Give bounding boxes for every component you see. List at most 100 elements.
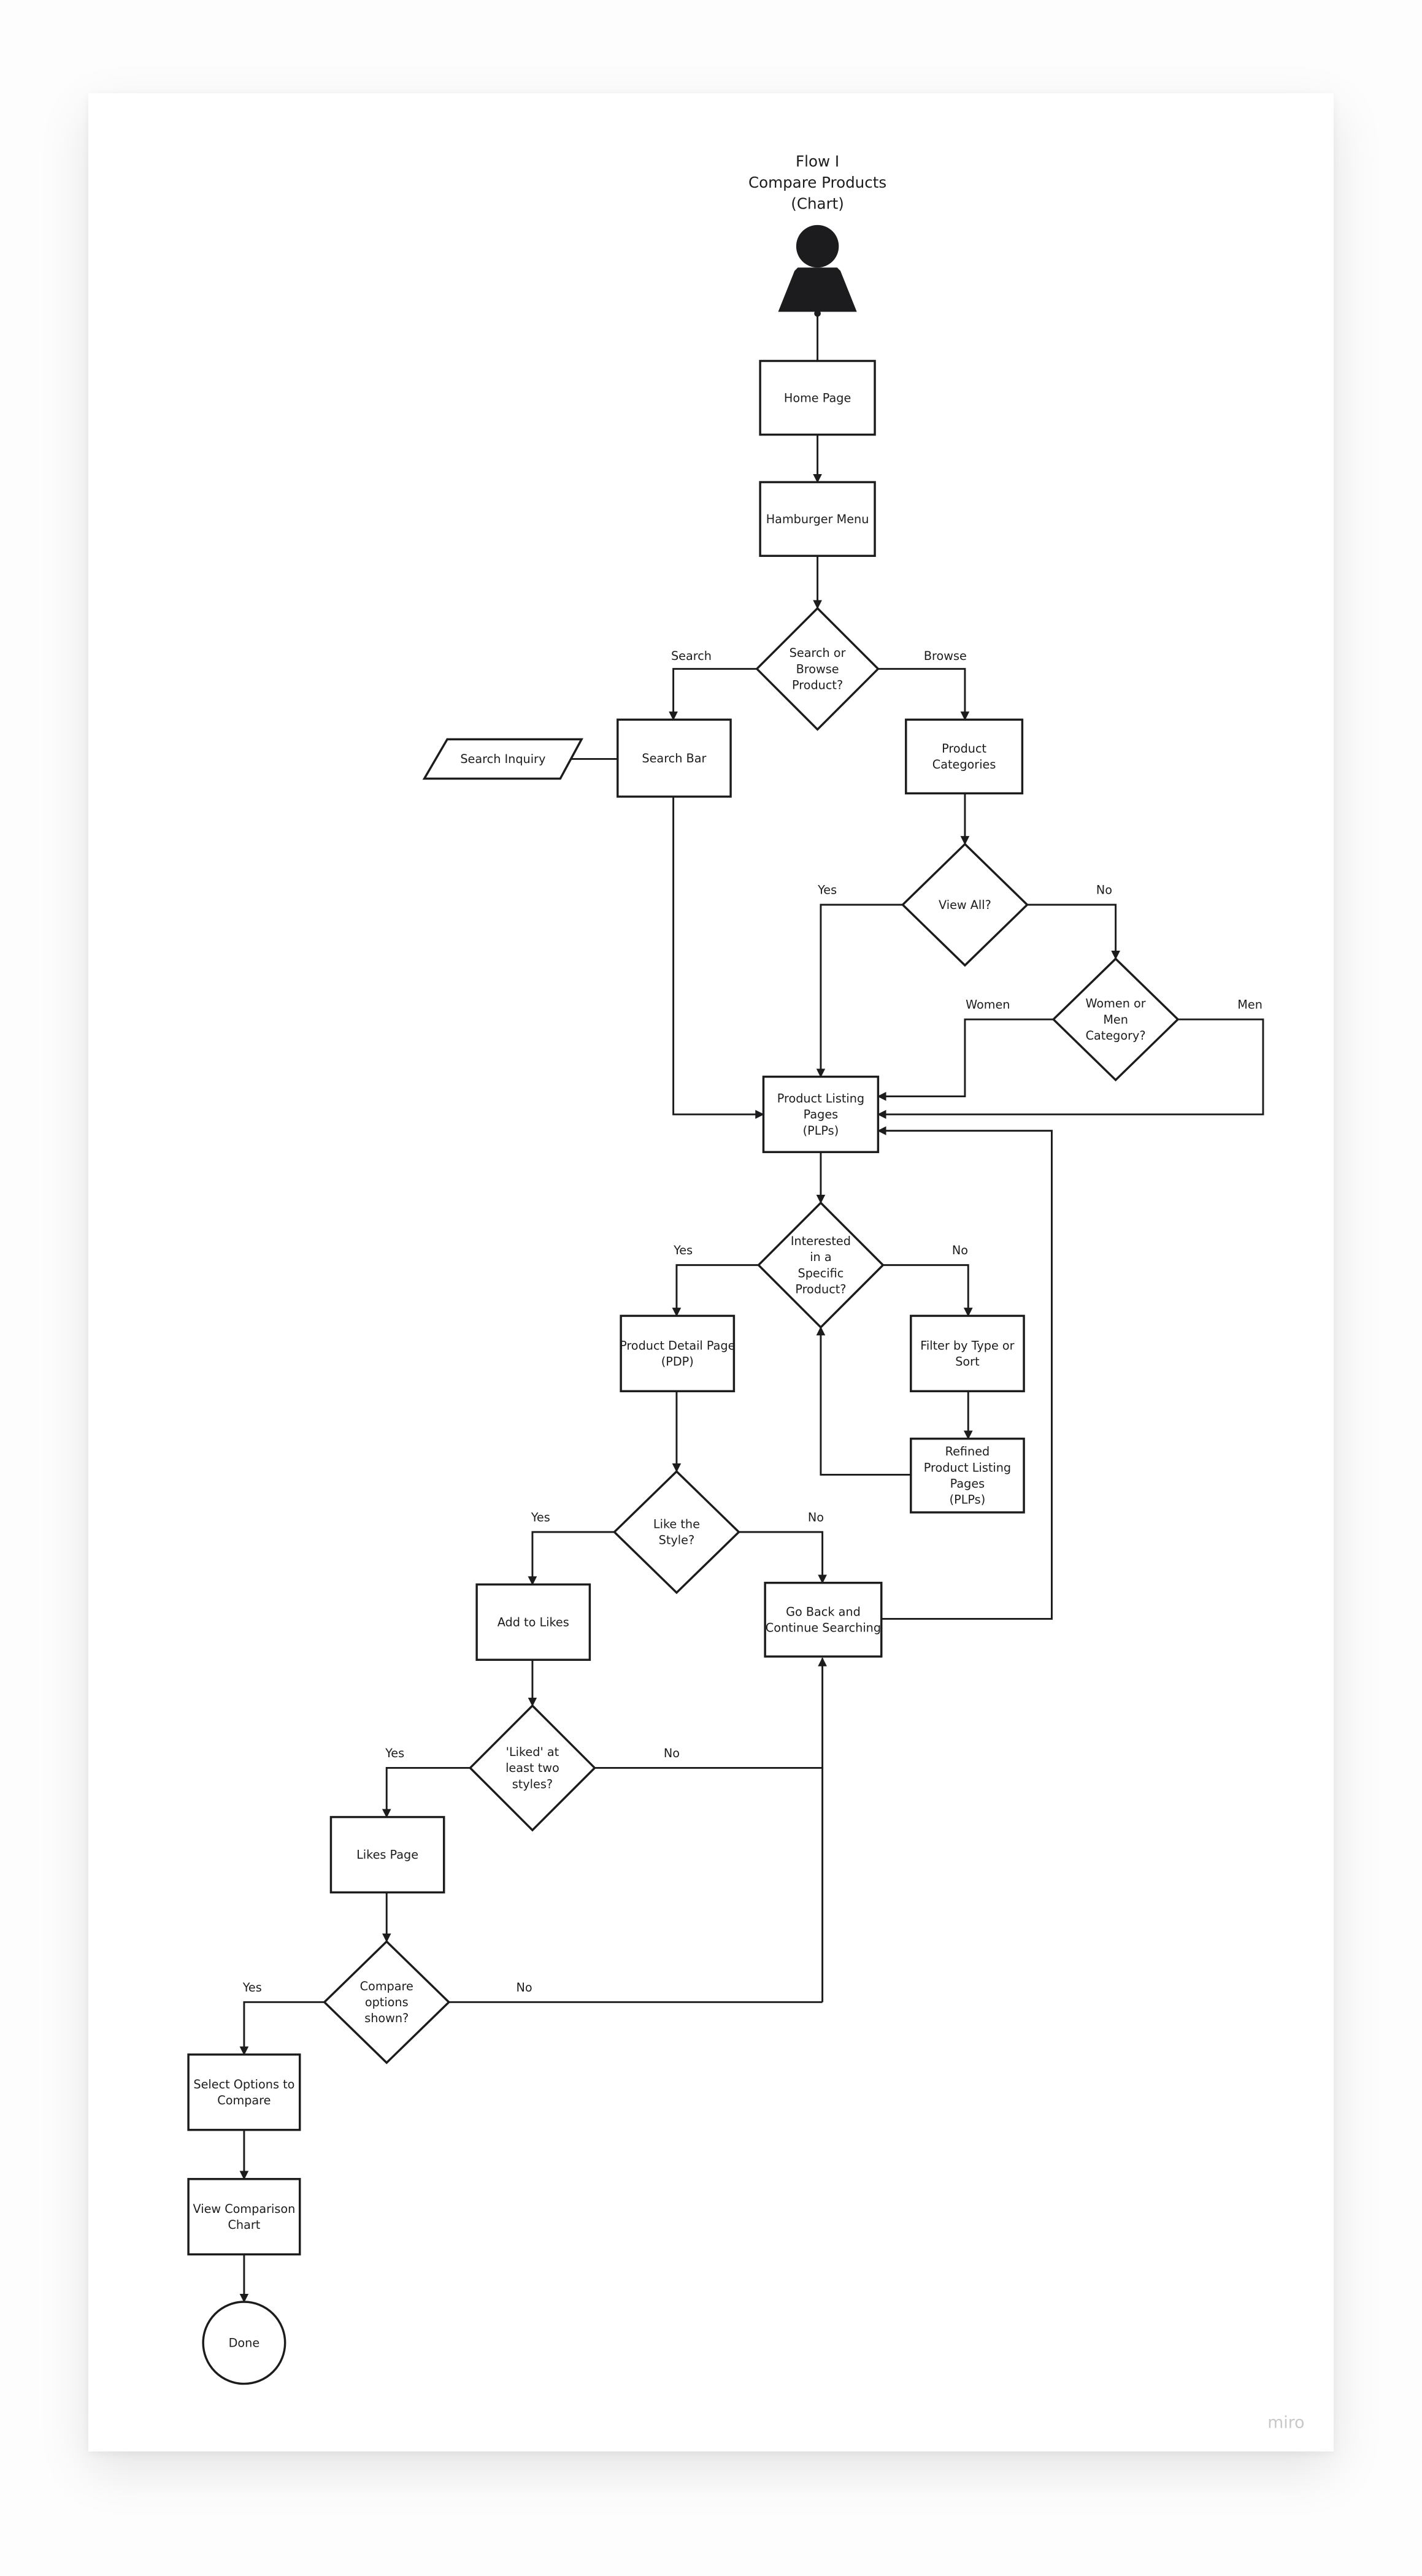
connector-line bbox=[877, 1018, 1054, 1101]
hamburger-node[interactable] bbox=[759, 481, 876, 558]
refined-label: (PLPs) bbox=[950, 1493, 986, 1507]
connector-line bbox=[816, 1326, 911, 1476]
search-bar-node[interactable] bbox=[617, 718, 732, 798]
connector-line bbox=[669, 668, 757, 721]
women-or-men-label: Men bbox=[1103, 1013, 1128, 1027]
like-style-label: Style? bbox=[659, 1533, 694, 1547]
interested-label: Product? bbox=[795, 1282, 846, 1297]
edge-label-liked-no: No bbox=[664, 1746, 680, 1760]
select-options-label: Select Options to bbox=[193, 2077, 294, 2091]
product-categories-label: Categories bbox=[932, 757, 996, 772]
user-actor-icon bbox=[778, 224, 857, 317]
liked-two-label: 'Liked' at bbox=[506, 1745, 559, 1759]
edge-label-viewall-yes: Yes bbox=[817, 883, 837, 897]
like-style-node[interactable] bbox=[612, 1470, 740, 1595]
diagram-title: Flow I bbox=[796, 152, 839, 170]
edge-label-browse: Browse bbox=[924, 649, 967, 663]
connector-line bbox=[1027, 903, 1120, 960]
liked-two-label: least two bbox=[505, 1761, 559, 1775]
plp-label: (PLPs) bbox=[803, 1124, 839, 1138]
edge-label-interested-yes: Yes bbox=[673, 1243, 693, 1257]
connector-line bbox=[382, 1766, 472, 1819]
home-node[interactable] bbox=[759, 359, 876, 436]
view-all-node[interactable] bbox=[901, 842, 1029, 967]
compare-shown-label: options bbox=[365, 1995, 409, 2009]
likes-page-label: Likes Page bbox=[356, 1848, 418, 1862]
refined-label: Pages bbox=[950, 1477, 985, 1491]
search-bar-label: Search Bar bbox=[642, 751, 706, 765]
filter-node[interactable] bbox=[910, 1314, 1025, 1392]
go-back-label: Continue Searching bbox=[766, 1621, 881, 1635]
refined-label: Refined bbox=[945, 1444, 990, 1459]
connector-line bbox=[816, 903, 903, 1078]
liked-two-node[interactable] bbox=[468, 1704, 596, 1832]
diagram-title: (Chart) bbox=[791, 195, 844, 213]
refined-label: Product Listing bbox=[924, 1460, 1011, 1474]
liked-two-label: styles? bbox=[512, 1777, 553, 1791]
view-chart-label: Chart bbox=[228, 2218, 260, 2232]
interested-label: Interested bbox=[791, 1234, 851, 1248]
search-or-browse-label: Browse bbox=[796, 662, 839, 676]
refined-node[interactable] bbox=[910, 1437, 1025, 1514]
view-all-label: View All? bbox=[939, 898, 991, 912]
edge-label-search: Search bbox=[671, 649, 712, 663]
search-or-browse-label: Product? bbox=[792, 678, 843, 692]
select-options-label: Compare bbox=[217, 2093, 271, 2107]
edge-label-interested-no: No bbox=[952, 1243, 968, 1257]
likes-page-node[interactable] bbox=[329, 1815, 445, 1894]
connector-line bbox=[239, 2001, 326, 2056]
product-categories-label: Product bbox=[942, 742, 986, 756]
interested-node[interactable] bbox=[756, 1201, 885, 1329]
search-or-browse-label: Search or bbox=[790, 646, 846, 660]
edge-label-like-yes: Yes bbox=[531, 1511, 550, 1525]
connector-line bbox=[528, 1531, 617, 1585]
women-or-men-label: Category? bbox=[1086, 1029, 1146, 1043]
women-or-men-node[interactable] bbox=[1051, 957, 1180, 1082]
edge-label-viewall-no: No bbox=[1096, 883, 1112, 897]
compare-shown-label: Compare bbox=[360, 1979, 413, 1993]
edge-label-women: Women bbox=[966, 998, 1010, 1012]
interested-label: Specific bbox=[798, 1266, 844, 1280]
done-label: Done bbox=[229, 2336, 260, 2350]
diagram-title: Compare Products bbox=[748, 174, 886, 191]
edge-label-men: Men bbox=[1237, 998, 1263, 1012]
go-back-label: Go Back and bbox=[786, 1604, 861, 1619]
plp-label: Product Listing bbox=[777, 1091, 864, 1105]
edge-label-liked-yes: Yes bbox=[385, 1746, 404, 1760]
edge-label-compare-no: No bbox=[516, 1980, 532, 1995]
search-or-browse-node[interactable] bbox=[755, 607, 880, 731]
connector-line bbox=[877, 1018, 1264, 1119]
pdp-label: (PDP) bbox=[661, 1355, 694, 1369]
done-node[interactable] bbox=[202, 2301, 286, 2385]
connector-line bbox=[878, 668, 970, 721]
connector-line bbox=[877, 1126, 1053, 1620]
hamburger-label: Hamburger Menu bbox=[766, 512, 869, 526]
pdp-label: Product Detail Page bbox=[620, 1338, 735, 1352]
connector-line bbox=[672, 1264, 759, 1317]
select-options-node[interactable] bbox=[187, 2053, 301, 2131]
view-chart-label: View Comparison bbox=[193, 2202, 296, 2216]
pdp-node[interactable] bbox=[620, 1314, 736, 1392]
women-or-men-label: Women or bbox=[1086, 997, 1146, 1011]
compare-shown-label: shown? bbox=[364, 2011, 409, 2025]
add-likes-node[interactable] bbox=[475, 1583, 591, 1661]
view-chart-node[interactable] bbox=[187, 2178, 301, 2256]
connector-line bbox=[672, 796, 764, 1119]
edge-label-like-no: No bbox=[808, 1511, 824, 1525]
search-inquiry-node[interactable] bbox=[422, 738, 583, 780]
connector-line bbox=[883, 1264, 973, 1317]
home-label: Home Page bbox=[784, 391, 851, 405]
interested-label: in a bbox=[810, 1250, 831, 1264]
edge-label-compare-yes: Yes bbox=[242, 1980, 262, 1995]
product-categories-node[interactable] bbox=[905, 718, 1024, 795]
go-back-node[interactable] bbox=[764, 1581, 883, 1658]
filter-label: Sort bbox=[955, 1355, 980, 1369]
like-style-label: Like the bbox=[653, 1517, 700, 1531]
connector-line bbox=[739, 1531, 827, 1584]
plp-label: Pages bbox=[804, 1108, 839, 1122]
compare-shown-node[interactable] bbox=[323, 1940, 451, 2064]
miro-watermark: miro bbox=[1267, 2413, 1304, 2432]
plp-node[interactable] bbox=[762, 1075, 880, 1154]
search-inquiry-label: Search Inquiry bbox=[460, 752, 545, 766]
